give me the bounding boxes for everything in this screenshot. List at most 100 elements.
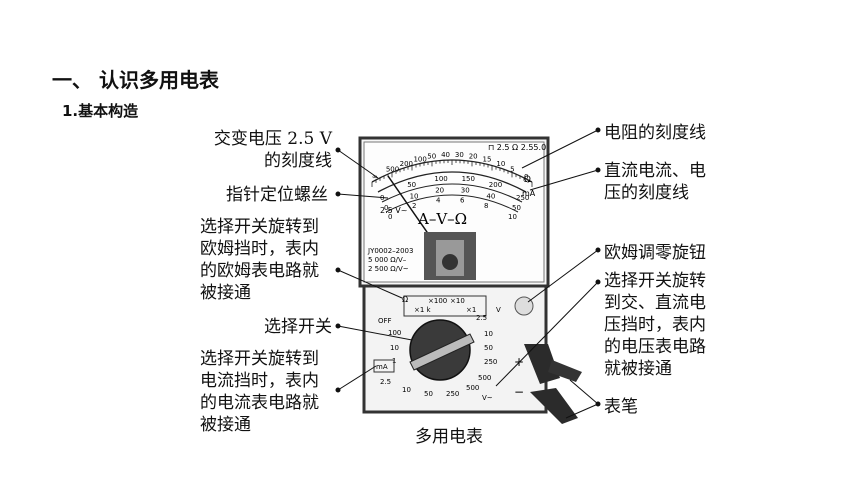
leader-ac-scale: [337, 149, 379, 179]
dial-ohm-range-1: ×1: [466, 306, 476, 314]
dc-scale-2-number-2: 20: [435, 187, 444, 195]
label-probes: 表笔: [604, 397, 638, 417]
dc-scale-2-number-5: 50: [512, 204, 521, 212]
ac-scale-label: 2.5 V~: [380, 206, 407, 215]
ohm-scale-number-7: 20: [469, 153, 478, 161]
diagram-caption: 多用电表: [415, 427, 483, 447]
dc-scale-number-4: 200: [489, 181, 502, 189]
dial-ac-250: 250: [446, 390, 459, 398]
ohm-scale-number-1: 500: [386, 166, 399, 174]
selector-switch-pointer: [409, 333, 475, 371]
section-heading: 一、 认识多用电表: [52, 68, 219, 92]
label-ohm-range-circuit: 选择开关旋转到 欧姆挡时，表内 的欧姆表电路就 被接通: [200, 217, 319, 303]
leader-current-range: [337, 365, 377, 391]
leader-probe-red: [569, 379, 599, 405]
ohm-scale-number-3: 100: [413, 156, 426, 164]
dc-scale-number-5: 250: [516, 194, 529, 202]
leader-ohm-range: [337, 269, 403, 299]
dial-current-unit: mA: [376, 363, 388, 371]
leader-dot-needle: [335, 191, 341, 197]
meter-top-right-text: ⊓ 2.5 Ω 2.55.0: [488, 143, 546, 152]
dial-off: OFF: [378, 317, 392, 325]
leader-ohm-zero-knob: [527, 249, 599, 303]
label-dc-scale: 直流电流、电 压的刻度线: [604, 161, 706, 203]
probe-black[interactable]: [530, 388, 578, 424]
dial-current-100: 100: [388, 329, 401, 337]
ac-scale-arc: [385, 194, 519, 213]
ohm-scale-number-10: 5: [510, 166, 514, 174]
dc-scale-number-1: 50: [407, 181, 416, 189]
label-selector-switch: 选择开关: [264, 317, 332, 337]
dc-scale-2-number-3: 30: [461, 187, 470, 195]
current-unit-box: [373, 359, 395, 373]
dial-ac-unit: V~: [482, 394, 493, 402]
dc-scale-number-0: 0: [380, 194, 384, 202]
leader-dot-ohm: [335, 267, 341, 273]
dial-ac-2.5: 2.5: [380, 378, 391, 386]
label-resistance-scale: 电阻的刻度线: [604, 123, 706, 143]
leader-needle-screw: [337, 193, 389, 199]
ohm-scale-number-2: 200: [400, 160, 413, 168]
leader-dot-selector: [335, 323, 341, 329]
ohm-scale-number-11: 0: [524, 173, 528, 181]
label-ohm-zero-knob: 欧姆调零旋钮: [604, 243, 706, 263]
needle-adjust-screw[interactable]: [442, 254, 458, 270]
dc-scale-3-number-2: 4: [436, 197, 441, 205]
dc-scale-3-number-3: 6: [460, 197, 465, 205]
leader-dc-scale: [529, 169, 599, 191]
ohm-scale-number-8: 15: [483, 156, 492, 164]
ohm-range-box: [403, 295, 487, 317]
dial-ohm-range-100: ×100: [428, 297, 447, 305]
ohm-scale-number-6: 30: [455, 151, 464, 159]
dial-ac-500: 500: [466, 384, 479, 392]
dc-scale-3-number-1: 2: [412, 202, 416, 210]
ohm-scale-number-4: 50: [427, 153, 436, 161]
dial-ohm-symbol: Ω: [402, 295, 408, 304]
scale-ticks: [371, 160, 533, 187]
label-current-range-circuit: 选择开关旋转到 电流挡时，表内 的电流表电路就 被接通: [200, 349, 319, 435]
leader-voltage-range: [495, 281, 599, 387]
leader-resistance-scale: [521, 129, 599, 169]
section-subheading: 1.基本构造: [62, 102, 139, 120]
dc-scale-number-3: 150: [462, 175, 475, 183]
dc-scale-number-2: 100: [434, 175, 447, 183]
probe-red-tip: [548, 360, 582, 382]
dial-ohm-range-1k: ×1 k: [414, 306, 432, 314]
ohm-scale-number-9: 10: [496, 160, 505, 168]
meter-model-line-3: 2 500 Ω/V~: [368, 265, 409, 273]
label-needle-adjust-screw: 指针定位螺丝: [226, 185, 328, 205]
leader-dot-probes: [595, 401, 601, 407]
dc-scale-3-number-4: 8: [484, 202, 488, 210]
dial-current-10: 10: [390, 344, 399, 352]
dial-dc-unit: V: [496, 306, 501, 314]
dc-scale-arc-2: [381, 183, 523, 203]
dial-dc-10: 10: [484, 330, 493, 338]
dial-ac-10: 10: [402, 386, 411, 394]
leader-dot-zero: [595, 247, 601, 253]
leader-dot-ac: [335, 147, 341, 153]
leader-probe-black: [565, 403, 599, 419]
dc-scale-3-number-5: 10: [508, 213, 517, 221]
dc-scale-2-number-1: 10: [410, 192, 419, 200]
leader-dot-dc: [595, 167, 601, 173]
dial-ohm-range-10: ×10: [450, 297, 465, 305]
dial-dc-500: 500: [478, 374, 491, 382]
meter-model-line-1: JY0002–2003: [367, 247, 413, 255]
dc-scale-arc: [377, 171, 527, 193]
label-voltage-range-circuit: 选择开关旋转 到交、直流电 压挡时，表内 的电压表电路 就被接通: [604, 271, 706, 379]
label-ac-voltage-scale: 交变电压 2.5 V 的刻度线: [213, 129, 332, 171]
leader-selector: [337, 325, 413, 341]
leader-dot-resistance: [595, 127, 601, 133]
meter-face-symbol: A–V–Ω: [417, 210, 467, 228]
ohm-scale-number-0: ∞: [372, 173, 378, 181]
dc-scale-2-number-0: 0: [384, 204, 388, 212]
dc-scale-3-number-0: 0: [388, 213, 392, 221]
scale-unit-ma: mA: [522, 189, 536, 198]
leader-dot-current: [335, 387, 341, 393]
scale-unit-ohm: Ω: [524, 175, 531, 185]
leader-dot-voltage: [595, 279, 601, 285]
probe-red[interactable]: [524, 344, 560, 384]
meter-model-line-2: 5 000 Ω/V–: [368, 256, 407, 264]
dial-dc-2.5: 2.5: [476, 314, 487, 322]
